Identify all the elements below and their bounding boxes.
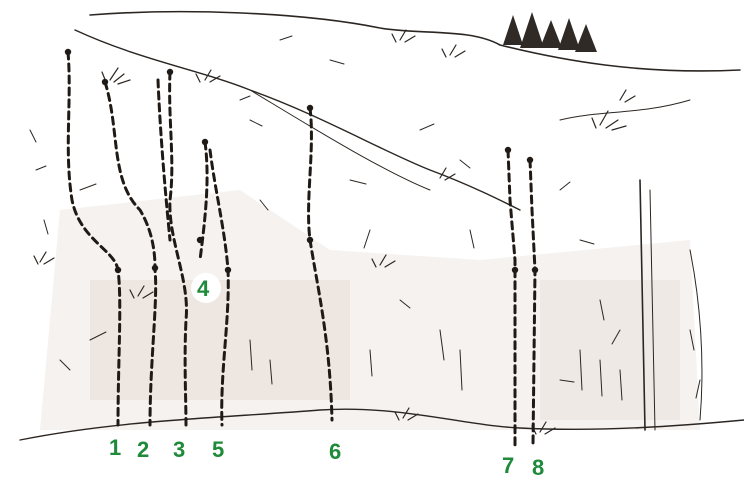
route-7-label: 7 — [502, 453, 514, 478]
route-3-label: 3 — [173, 437, 185, 462]
route-6-label: 6 — [329, 439, 341, 464]
tree-cluster-icon — [503, 12, 597, 52]
route-2-label: 2 — [137, 437, 149, 462]
route-5-label: 5 — [212, 437, 224, 462]
route-8-label: 8 — [532, 455, 544, 479]
rock-face-shading — [40, 190, 700, 430]
route-1-label: 1 — [109, 435, 121, 460]
route-4-label: 4 — [197, 276, 210, 301]
